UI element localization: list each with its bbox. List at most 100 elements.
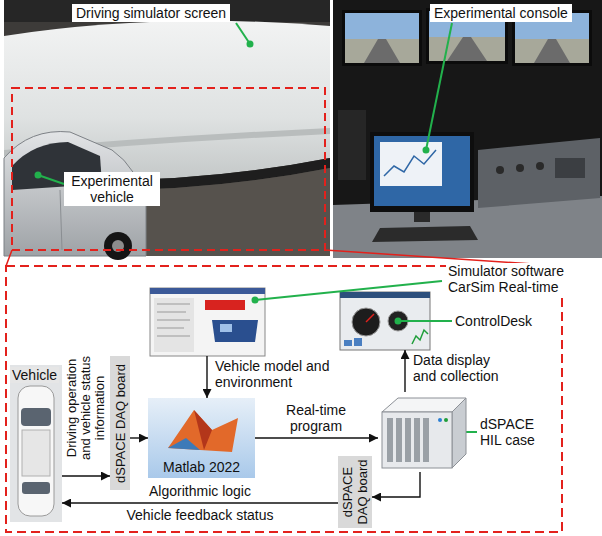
carsim-screenshot: [157, 320, 190, 321]
hil-case-image: [387, 418, 393, 462]
matlab-logo: [168, 410, 238, 452]
connector: [255, 437, 378, 438]
simulator-photo: [4, 0, 330, 260]
console-photo: [478, 138, 600, 208]
connector: [404, 350, 405, 392]
node-caption: ControlDesk: [455, 313, 555, 329]
callout-label: Simulator software CarSim Real-time: [446, 263, 596, 295]
console-photo: [380, 142, 442, 186]
simulator-screenshot: Vehicle model and environment: [150, 288, 265, 356]
leader-line: [255, 281, 442, 300]
vehicle-image: [22, 430, 50, 476]
console-photo: [536, 162, 544, 170]
carsim-screenshot: [157, 312, 186, 313]
matlab-logo: [148, 398, 255, 478]
carsim-screenshot: [150, 288, 265, 294]
carsim-screenshot: [150, 288, 265, 356]
edge-label: Data display and collection: [413, 352, 509, 384]
console-photo: [516, 164, 524, 172]
edge-label: Algorithmic logic: [130, 483, 270, 499]
leader-line: [253, 298, 258, 303]
hil-case-image: [423, 418, 429, 462]
controldesk-screenshot: ControlDesk: [340, 292, 430, 350]
vehicle-image: [22, 482, 50, 494]
console-photo: [447, 37, 487, 61]
leader-line: [424, 148, 429, 153]
console-photo: [342, 10, 422, 66]
label-anchor: Driving simulator screen: [72, 4, 230, 22]
console-photo: [372, 226, 478, 242]
carsim-screenshot: [220, 324, 232, 332]
carsim-screenshot: [157, 304, 190, 305]
matlab-logo: [168, 438, 200, 450]
controldesk-screenshot: [340, 292, 430, 298]
image-tag: Vehicle: [10, 367, 59, 383]
matlab-logo: [148, 398, 255, 478]
label-anchor: Algorithmic logic: [130, 483, 270, 499]
console-photo: [338, 110, 366, 180]
vehicle-image: [18, 386, 54, 516]
leader-line: [424, 23, 453, 153]
hil-case-image: [405, 418, 411, 462]
carsim-screenshot: [150, 288, 265, 356]
highlight-frame: [12, 88, 325, 250]
connector: [62, 502, 338, 503]
simulator-photo: [60, 190, 62, 250]
label-anchor: Vehicle feedback status: [110, 507, 290, 523]
console-photo: [374, 136, 470, 206]
controldesk-screenshot: [344, 340, 352, 346]
callout-label: Experimental console: [430, 4, 572, 22]
leader-line: [36, 23, 253, 184]
controldesk-screenshot: [412, 330, 428, 344]
label-anchor: Data display and collection: [413, 352, 509, 384]
label-anchor: Simulator software CarSim Real-time: [446, 263, 596, 296]
connector: [206, 356, 207, 398]
node-caption: dSPACE HIL case: [480, 416, 556, 448]
controldesk-screenshot: [352, 308, 380, 336]
console-photo: [414, 212, 430, 222]
console-photo: [555, 158, 585, 178]
simulator-photo: [104, 232, 132, 260]
hil-case: dSPACE HIL case: [378, 392, 468, 472]
label-anchor: Experimental vehicle: [64, 172, 160, 206]
simulator-photo: [4, 0, 330, 22]
label-anchor: Real-time program: [266, 402, 366, 434]
node-caption: Vehicle model and environment: [215, 358, 345, 390]
vehicle-image: [21, 408, 51, 426]
hil-case-image: [382, 412, 452, 468]
vehicle-image: [10, 365, 62, 522]
box-label: Matlab 2022: [148, 459, 255, 475]
console-photo: [364, 39, 400, 63]
console-photo: [333, 0, 602, 258]
callout-label: Experimental vehicle: [64, 172, 160, 206]
connector: [130, 437, 148, 438]
console-photo: [333, 0, 602, 258]
carsim-screenshot: [157, 336, 190, 337]
simulator-photo: [4, 0, 330, 256]
console-photo: [370, 132, 474, 212]
hil-case-image: [438, 418, 442, 422]
vehicle-image: [10, 365, 62, 522]
console-photo: [345, 13, 419, 39]
matlab-logo: [194, 410, 212, 450]
carsim-screenshot: [212, 320, 258, 342]
system-frame: [6, 266, 562, 532]
carsim-screenshot: [154, 298, 194, 352]
zoom-line: [6, 250, 12, 266]
hil-case-image: [444, 418, 448, 422]
matlab-box: Matlab 2022: [148, 398, 255, 478]
carsim-screenshot: [205, 300, 245, 310]
leader-line: [248, 42, 253, 47]
console-photo: [496, 166, 504, 174]
callout-label: Driving simulator screen: [72, 4, 230, 22]
hil-case-image: [452, 398, 466, 468]
board-label: dSPACE DAQ board: [113, 359, 128, 487]
daq-board: dSPACE DAQ board: [110, 356, 130, 490]
connector: [372, 472, 420, 497]
leader-line: [38, 175, 64, 184]
console-photo: [345, 39, 419, 63]
console-photo: [515, 39, 589, 63]
connector: [62, 475, 110, 476]
leader-line: [398, 320, 452, 322]
